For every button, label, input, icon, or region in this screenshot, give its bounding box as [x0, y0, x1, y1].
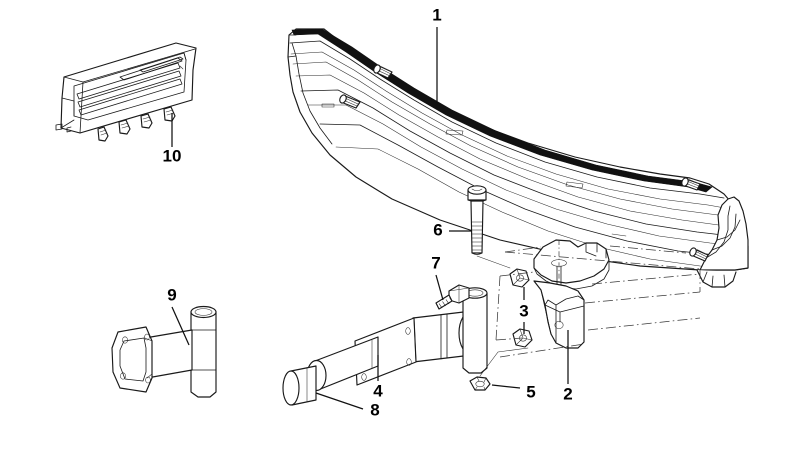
part-3-hex-nut — [512, 328, 533, 348]
callout-4: 4 — [373, 381, 383, 400]
part-2-mounting-bracket — [533, 239, 610, 349]
part-6-socket-bolt — [467, 185, 487, 255]
grille-clip — [118, 119, 131, 135]
callout-1: 1 — [432, 5, 441, 24]
part-9-crash-box-mount — [111, 305, 217, 398]
grille-clip — [163, 106, 176, 122]
grille-clip — [140, 113, 153, 129]
beam-stud — [689, 247, 709, 262]
part-5-flange-nut — [469, 376, 491, 391]
leader-5 — [491, 384, 521, 389]
part-8-end-cap — [282, 365, 317, 406]
callout-9: 9 — [167, 285, 176, 304]
part-10-louvered-grille — [55, 42, 197, 142]
callout-6: 6 — [433, 220, 442, 239]
callout-2: 2 — [563, 384, 572, 403]
callout-numbers: 1 2 3 4 5 6 7 8 9 10 — [163, 5, 573, 419]
leader-8 — [315, 392, 364, 410]
callout-8: 8 — [370, 400, 379, 419]
beam-stud — [681, 177, 701, 191]
leader-7 — [435, 274, 444, 301]
beam-stud — [339, 94, 361, 109]
part-7-hex-bolt — [435, 284, 470, 310]
grille-clip — [97, 126, 109, 142]
beam-stud — [373, 64, 393, 79]
assembly-guides — [476, 245, 701, 377]
callout-7: 7 — [431, 253, 440, 272]
part-3-hex-nut — [509, 268, 530, 288]
callout-5: 5 — [526, 382, 535, 401]
leader-9 — [171, 306, 190, 346]
callout-3: 3 — [519, 301, 528, 320]
part-1-bumper-beam — [287, 28, 749, 288]
part-4-impact-absorber — [306, 287, 488, 392]
callout-leaders — [171, 27, 569, 410]
callout-10: 10 — [163, 146, 182, 165]
